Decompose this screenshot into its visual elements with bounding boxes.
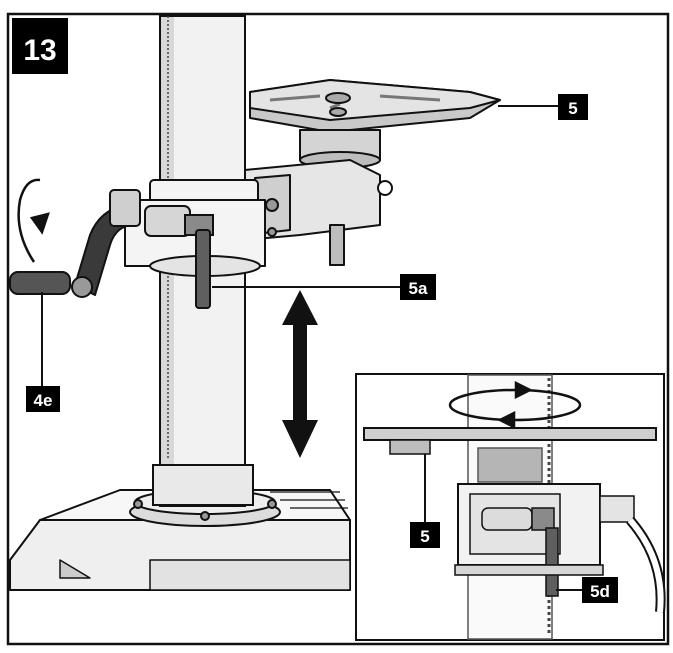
callout-table-text: 5 (568, 99, 577, 118)
callout-inset-table-text: 5 (420, 527, 429, 546)
crank-handle (9, 189, 141, 298)
callout-inset-table: 5 (410, 454, 440, 548)
rotate-arrow-icon (17, 178, 50, 263)
figure-number-text: 13 (23, 34, 56, 67)
figure-number-badge: 13 (12, 18, 68, 74)
callout-crank-handle-text: 4e (34, 391, 53, 410)
callout-inset-lever-text: 5d (590, 582, 610, 601)
callout-inset-lever: 5d (556, 577, 618, 603)
callout-table: 5 (498, 94, 588, 120)
callout-clamp-lever: 5a (212, 274, 436, 300)
callout-clamp-lever-text: 5a (409, 279, 428, 298)
up-down-arrow-icon (282, 290, 318, 458)
clamp-lever (184, 214, 214, 309)
circular-rotation-arrow-icon (448, 380, 582, 430)
callout-crank-handle: 4e (26, 292, 60, 412)
